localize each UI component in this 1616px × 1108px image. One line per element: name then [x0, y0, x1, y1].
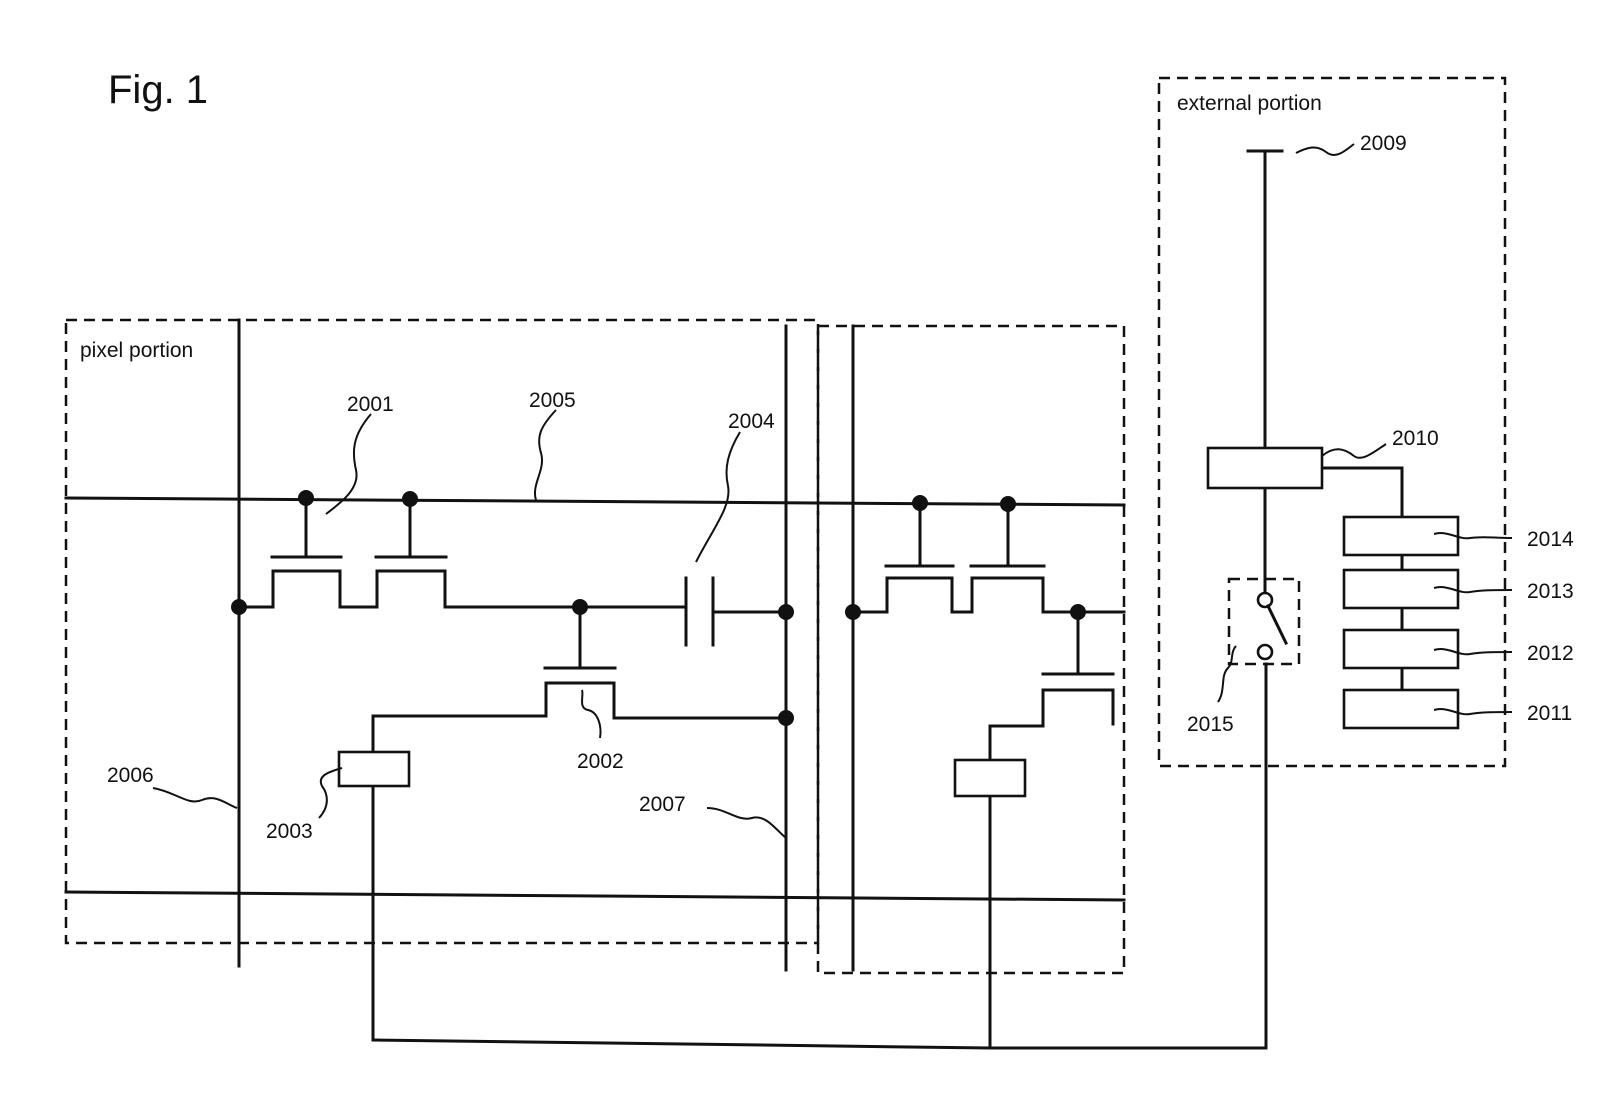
pixel-portion-label: pixel portion [80, 339, 193, 362]
reference-labels: 2001 2005 2004 2002 2003 2006 2007 2009 … [107, 132, 1574, 843]
leader-lines [153, 144, 1512, 838]
label-2006: 2006 [107, 764, 154, 787]
label-2005: 2005 [529, 389, 576, 412]
label-2007: 2007 [639, 793, 686, 816]
block-2013 [1344, 570, 1458, 608]
block-2014 [1344, 517, 1458, 555]
external-portion-label: external portion [1177, 92, 1322, 115]
figure-title: Fig. 1 [108, 68, 208, 112]
label-2002: 2002 [577, 750, 624, 773]
scan-line-bottom [66, 892, 1124, 900]
pixel-wiring [66, 320, 1266, 1048]
label-2013: 2013 [1527, 580, 1574, 603]
element-right [955, 760, 1025, 796]
element-2003 [339, 752, 409, 786]
pixel-portion-region: pixel portion [66, 320, 1124, 973]
label-2009: 2009 [1360, 132, 1407, 155]
label-2014: 2014 [1527, 528, 1574, 551]
label-2001: 2001 [347, 393, 394, 416]
label-2004: 2004 [728, 410, 775, 433]
label-2003: 2003 [266, 820, 313, 843]
label-2015: 2015 [1187, 713, 1234, 736]
label-2011: 2011 [1527, 702, 1572, 725]
label-2010: 2010 [1392, 427, 1439, 450]
label-2012: 2012 [1527, 642, 1574, 665]
block-2010 [1208, 448, 1322, 488]
gate-line-2005 [66, 498, 1124, 505]
